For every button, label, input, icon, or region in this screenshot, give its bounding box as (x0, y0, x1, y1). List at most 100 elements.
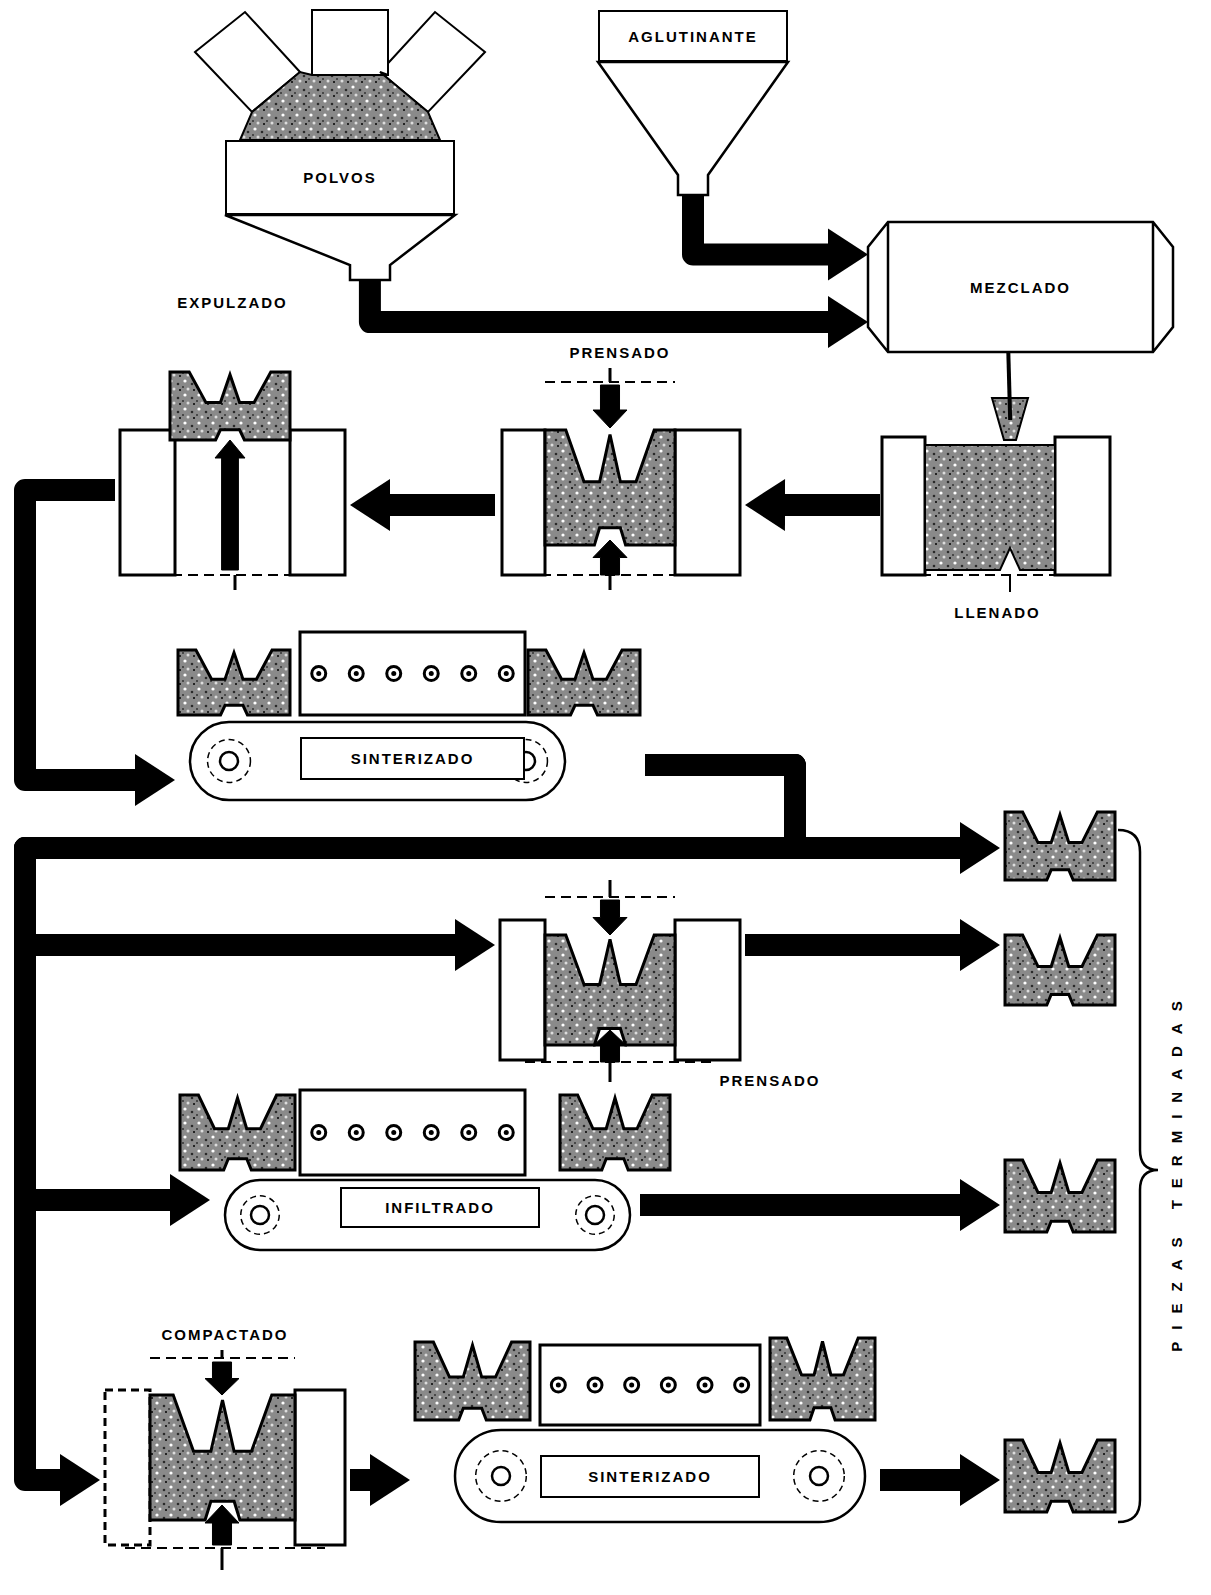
powder-charge (240, 72, 440, 140)
burner (504, 1130, 509, 1135)
burner (629, 1383, 634, 1388)
arrowhead (828, 296, 868, 348)
burner (593, 1383, 598, 1388)
punch-rod (221, 1350, 224, 1358)
burner (661, 1378, 675, 1392)
node-outline (598, 62, 788, 195)
pulley (586, 1206, 604, 1224)
burner (462, 667, 476, 681)
flow-connector (370, 280, 868, 348)
process-box: POLVOS (225, 140, 455, 280)
punch-rod (234, 575, 237, 590)
die-block (675, 430, 740, 575)
arrowhead (370, 1454, 410, 1506)
burner (424, 1126, 438, 1140)
die-block (502, 430, 545, 575)
die-block (295, 1390, 345, 1545)
process-station: PRENSADO (495, 880, 840, 1095)
burner (499, 1126, 513, 1140)
arrowhead (828, 229, 868, 281)
flow-line (25, 490, 137, 780)
punch-rod (609, 575, 612, 590)
sintered-part (560, 1095, 670, 1170)
step-label: EXPULZADO (113, 290, 352, 314)
arrowhead (60, 1454, 100, 1506)
press-arrow (593, 385, 627, 428)
die-base (525, 1061, 715, 1063)
press-arrow (593, 900, 627, 935)
pulley (476, 1451, 527, 1502)
press-arrow (593, 540, 627, 575)
flow-arrow (640, 1179, 1000, 1231)
die-block (290, 430, 345, 575)
feed-hopper (312, 10, 388, 75)
burner (387, 1126, 401, 1140)
burner (429, 671, 434, 676)
burner (312, 667, 326, 681)
pulley (241, 1196, 280, 1235)
flow-line (25, 765, 795, 1480)
conveyor-belt (455, 1430, 865, 1522)
sintered-part (528, 650, 640, 715)
conveyor-belt (190, 722, 565, 800)
sintered-part (1005, 1160, 1115, 1232)
burner (462, 1126, 476, 1140)
arrowhead (170, 1174, 210, 1226)
process-box: AGLUTINANTE (598, 10, 788, 195)
node-outline (868, 222, 1173, 352)
die-block (500, 920, 545, 1060)
press-arrow (205, 1362, 239, 1395)
process-box: SINTERIZADO (175, 630, 645, 805)
die-block (1055, 437, 1110, 575)
powder-fill (925, 445, 1055, 570)
flow-connector (350, 479, 495, 531)
flow-connector (25, 765, 795, 971)
step-label: INFILTRADO (340, 1187, 540, 1228)
flow-line (370, 280, 830, 322)
burner (551, 1378, 565, 1392)
burner (588, 1378, 602, 1392)
burner (703, 1383, 708, 1388)
furnace-body (300, 1090, 525, 1175)
sintered-part (1005, 1440, 1115, 1512)
burner (387, 667, 401, 681)
process-station: MEZCLADO (868, 222, 1173, 352)
burner (466, 1130, 471, 1135)
burner (316, 1130, 321, 1135)
burner (391, 1130, 396, 1135)
process-box: INFILTRADO (210, 1085, 700, 1255)
step-label: LLENADO (878, 600, 1117, 625)
furnace-body (540, 1345, 760, 1425)
burner (424, 667, 438, 681)
pulley (208, 740, 251, 783)
sintered-part (1005, 812, 1115, 880)
process-station: PRENSADO (495, 340, 745, 585)
burner (312, 1126, 326, 1140)
burner (429, 1130, 434, 1135)
arrowhead (745, 479, 785, 531)
flow-line (350, 1469, 372, 1491)
step-label: AGLUTINANTE (598, 10, 788, 62)
flow-connector (25, 765, 795, 1506)
sintered-part (1005, 935, 1115, 1005)
process-box: SINTERIZADO (410, 1335, 880, 1535)
sintered-part (545, 935, 675, 1045)
punch-rod (609, 880, 612, 897)
flow-line (783, 494, 880, 516)
die-block (105, 1390, 150, 1545)
press-arrow (593, 1030, 627, 1062)
process-station: COMPACTADO (100, 1322, 350, 1570)
flow-connector (745, 479, 880, 531)
step-label: PRENSADO (703, 1068, 837, 1092)
step-label: SINTERIZADO (300, 737, 525, 780)
burner (316, 671, 321, 676)
flow-line (693, 195, 830, 255)
burner (666, 1383, 671, 1388)
punch-rod (221, 1548, 224, 1570)
sintered-part (545, 430, 675, 545)
die-block (120, 430, 175, 575)
die-base (905, 574, 1090, 576)
sintered-part (180, 1095, 295, 1170)
die-block (882, 437, 925, 575)
